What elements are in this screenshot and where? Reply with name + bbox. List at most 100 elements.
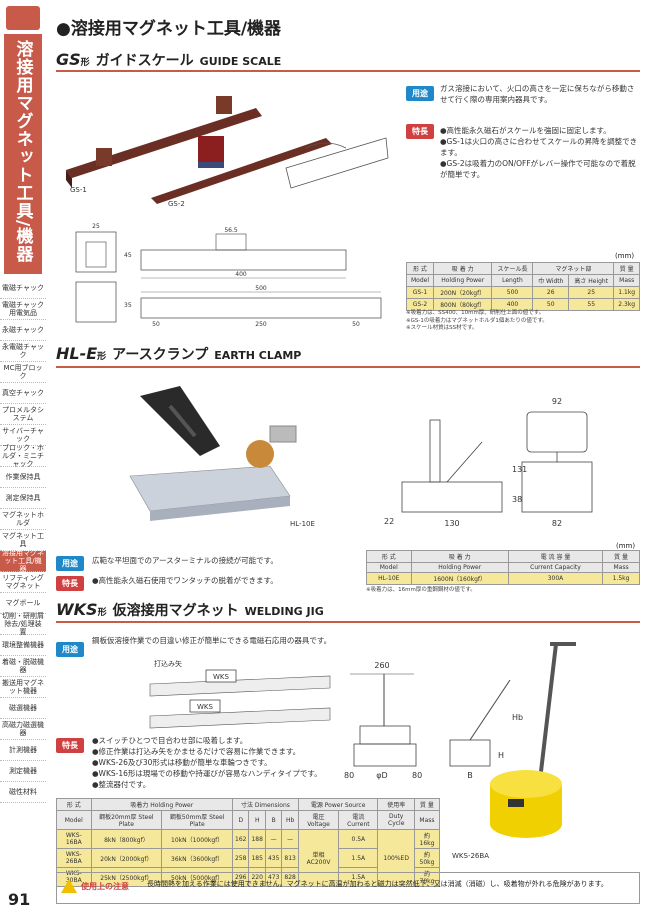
dim-92: 92	[552, 397, 562, 406]
sidebar-item[interactable]: 電磁チャック	[0, 278, 46, 299]
dim-45: 45	[124, 252, 132, 259]
sidebar-item[interactable]: 測定機器	[0, 761, 46, 782]
wks-use-text: 鋼板仮溶接作業での目違い修正が簡単にできる電磁石応用の器具です。	[92, 636, 332, 645]
sidebar-item[interactable]: 着磁・脱磁機器	[0, 656, 46, 677]
wks-model-label: WKS-26BA	[452, 852, 489, 860]
gs-use-badge: 用途	[406, 86, 434, 101]
wedge-label: 打込み矢	[154, 659, 182, 668]
sidebar-item[interactable]: 磁性材料	[0, 782, 46, 803]
hle-unit: (mm)	[616, 542, 636, 550]
sidebar-item[interactable]: マグネット工具	[0, 530, 46, 551]
sidebar-item[interactable]: サイバーチャック	[0, 425, 46, 446]
dim-35: 35	[124, 302, 132, 309]
sidebar-item[interactable]: 環境整備機器	[0, 635, 46, 656]
dim-hb: Hb	[512, 713, 523, 722]
dim-80a: 80	[344, 771, 354, 780]
page-title: ●溶接用マグネット工具/機器	[56, 19, 282, 39]
sidebar-item[interactable]: マグネットホルダ	[0, 509, 46, 530]
dim-56-5: 56.5	[224, 227, 238, 234]
hle-notes: ※吸着力は、16mm厚の重鋼鋼材の値です。	[366, 587, 476, 593]
wks-dimension-drawing: 260 Hb H B 80 80 φD	[344, 661, 523, 780]
sidebar-item[interactable]: 真空チャック	[0, 383, 46, 404]
gs-notes: ※吸着力は、SS400、10mm厚、研削仕上面の値です。※GS-1の吸着力はマグ…	[406, 310, 548, 332]
wks-rule	[56, 621, 640, 623]
dim-phi-d: φD	[376, 771, 387, 780]
page-number: 91	[8, 890, 31, 909]
dim-500: 500	[255, 285, 267, 292]
sidebar-item[interactable]: マグボール	[0, 593, 46, 614]
sidebar-item[interactable]: 磁選機器	[0, 698, 46, 719]
gs-unit: (mm)	[615, 252, 635, 260]
sidebar-item[interactable]: 作業保持具	[0, 467, 46, 488]
sidebar-item[interactable]: 永電磁チャック	[0, 341, 46, 362]
gs-product-illustration	[66, 96, 389, 204]
sidebar-item[interactable]: リフティングマグネット	[0, 572, 46, 593]
sidebar-item[interactable]: 高磁力磁選機器	[0, 719, 46, 740]
hle-feature-text: ●高性能永久磁石使用でワンタッチの脱着ができます。	[92, 576, 278, 585]
hle-use-text: 広範な平坦面でのアースターミナルの接続が可能です。	[92, 556, 278, 565]
warning-icon	[61, 879, 77, 893]
warning-label: 使用上の注意	[81, 882, 129, 891]
sidebar-item[interactable]: 測定保持具	[0, 488, 46, 509]
sidebar-item[interactable]: ブロック・ホルダ・ミニチャック	[0, 443, 46, 469]
wks-usage-illustration: 打込み矢 WKS WKS	[149, 659, 331, 729]
hle-rule	[56, 366, 640, 368]
gs-rule	[56, 70, 640, 72]
dim-25: 25	[92, 223, 100, 230]
dim-82: 82	[552, 519, 562, 528]
hle-feature-badge: 特長	[56, 576, 84, 591]
warning-text: 長時間熱を加える作業には使用できません。マグネットに高温が加わると磁力は突然低下…	[147, 880, 608, 888]
warning-box: 使用上の注意 長時間熱を加える作業には使用できません。マグネットに高温が加わると…	[56, 872, 640, 904]
gs1-label: GS-1	[70, 186, 87, 194]
dim-80b: 80	[412, 771, 422, 780]
company-logo	[6, 6, 40, 30]
wks-use-badge: 用途	[56, 642, 84, 657]
hle-model-label: HL-10E	[290, 520, 315, 528]
gs-use-text: ガス溶接において、火口の高さを一定に保ちながら移動させて行く際の専用案内器具です…	[440, 84, 635, 104]
gs-feature-badge: 特長	[406, 124, 434, 139]
wks-tag-1: WKS	[213, 673, 230, 681]
hle-dimension-drawing: 92 131 38 22 130 82	[384, 397, 593, 528]
gs2-label: GS-2	[168, 200, 185, 208]
dim-h: H	[498, 751, 504, 760]
hle-use-badge: 用途	[56, 556, 84, 571]
sidebar-item[interactable]: 永磁チャック	[0, 320, 46, 341]
gs-dimension-drawing: 500 400 56.5 25 50 35 45 250 50	[75, 223, 382, 328]
sidebar-item[interactable]: プロメルタシステム	[0, 404, 46, 425]
dim-250: 250	[255, 321, 267, 328]
dim-260: 260	[374, 661, 389, 670]
dim-22: 22	[384, 517, 394, 526]
gs-feature-list: ●高性能永久磁石がスケールを強固に固定します。●GS-1は火口の高さに合わせてス…	[440, 126, 638, 179]
sidebar: 溶接用マグネット工具/機器 電磁チャック電磁チャック用電気品永磁チャック永電磁チ…	[0, 0, 46, 919]
dim-130: 130	[444, 519, 459, 528]
hle-product-illustration	[129, 386, 297, 521]
dim-50b: 50	[352, 321, 360, 328]
sidebar-item[interactable]: 溶接用マグネット工具/機器	[0, 548, 46, 574]
dim-400: 400	[235, 271, 247, 278]
dim-131: 131	[512, 465, 527, 474]
sidebar-category: 溶接用マグネット工具/機器	[4, 34, 42, 274]
wks-tag-2: WKS	[197, 703, 214, 711]
sidebar-item[interactable]: 切削・研削屑除去/処理装置	[0, 611, 46, 637]
dim-b: B	[467, 771, 473, 780]
wks-product-illustration	[490, 642, 576, 838]
dim-38: 38	[512, 495, 522, 504]
wks-feature-badge: 特長	[56, 738, 84, 753]
dim-50a: 50	[152, 321, 160, 328]
wks-feature-list: ●スイッチひとつで目合わせ部に吸着します。●修正作業は打込み矢をかませるだけで容…	[92, 736, 322, 789]
sidebar-item[interactable]: 電磁チャック用電気品	[0, 299, 46, 320]
sidebar-item[interactable]: MC用ブロック	[0, 362, 46, 383]
sidebar-item[interactable]: 搬送用マグネット機器	[0, 677, 46, 698]
sidebar-item[interactable]: 計測機器	[0, 740, 46, 761]
